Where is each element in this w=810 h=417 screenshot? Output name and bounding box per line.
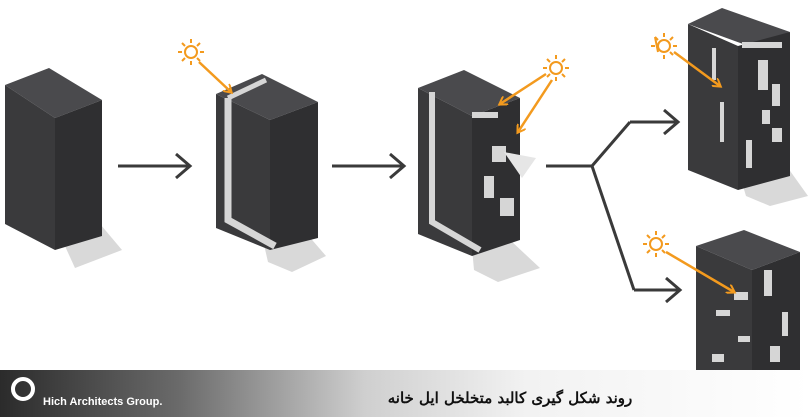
- building-stage-3: [418, 70, 540, 282]
- building-stage-4a: [688, 8, 808, 206]
- building-stage-4b: [696, 230, 800, 400]
- top-face-1: [5, 68, 102, 118]
- top-face-4b: [696, 230, 800, 270]
- right-face-2: [270, 102, 318, 250]
- sun-icon: [543, 55, 569, 81]
- left-face-4a: [688, 24, 738, 190]
- sun-ray-3a: [500, 72, 547, 104]
- light-slot-2: [224, 98, 277, 250]
- diagram-caption: روند شکل گیری کالبد متخلخل ایل خانه: [387, 389, 633, 407]
- building-stage-2: [216, 74, 326, 272]
- sun-icon: [643, 231, 669, 257]
- top-face-4a: [688, 8, 790, 48]
- left-face-4b: [696, 246, 752, 400]
- building-stage-1: [5, 68, 122, 268]
- right-face-1: [55, 100, 102, 250]
- sun-icon: [651, 33, 677, 59]
- branch-arrow: [546, 108, 683, 304]
- top-face-2: [216, 74, 318, 120]
- logo-ring-icon: [11, 377, 35, 401]
- arrow-2: [332, 152, 407, 180]
- sun-icon: [178, 39, 204, 65]
- footer-bar: [0, 370, 810, 417]
- shadow-3: [472, 240, 540, 282]
- sun-ray-2: [198, 61, 231, 92]
- left-face-1: [5, 85, 55, 250]
- right-face-3: [472, 98, 520, 256]
- arrow-1: [118, 152, 193, 180]
- top-face-3: [418, 70, 520, 116]
- sun-ray-3b: [518, 79, 554, 132]
- sun-ray-4b: [665, 250, 734, 292]
- sun-ray-4a: [673, 50, 720, 86]
- group-name: Hich Architects Group.: [43, 396, 163, 408]
